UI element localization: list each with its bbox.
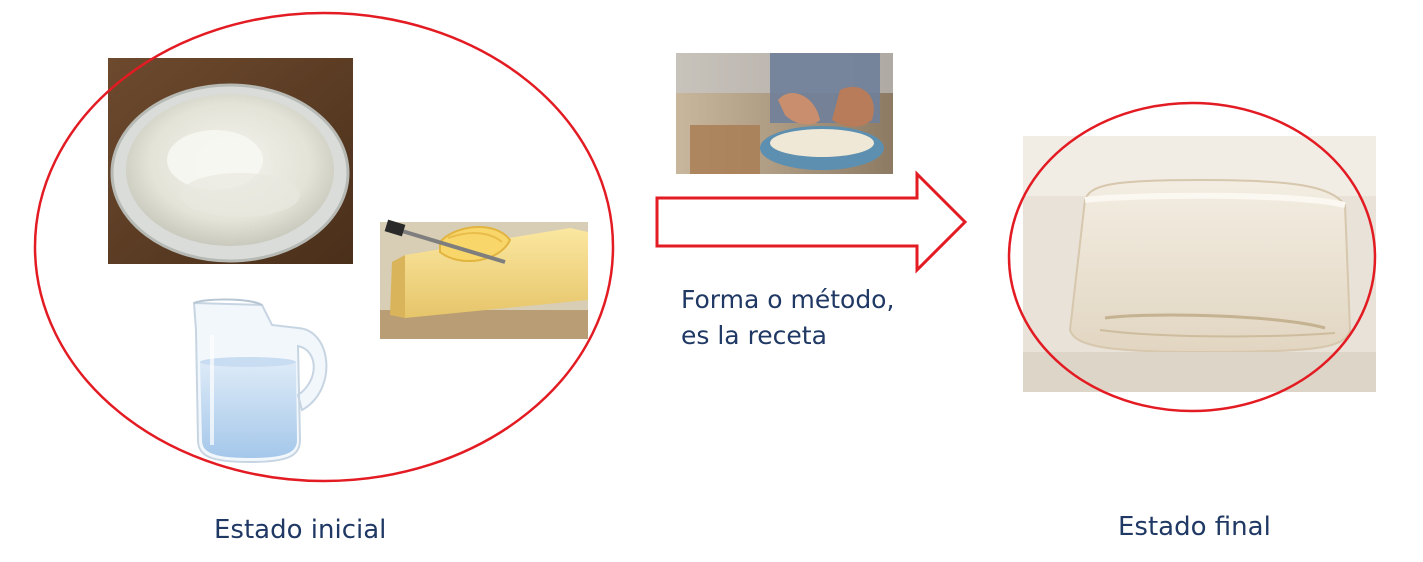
method-line-2: es la receta — [681, 321, 827, 350]
butter-image — [380, 219, 588, 339]
final-state-caption: Estado final — [1118, 512, 1271, 542]
process-arrow-icon — [655, 170, 968, 274]
initial-state-caption: Estado inicial — [214, 515, 387, 545]
initial-state-outline — [33, 11, 615, 483]
water-jug-image — [192, 298, 328, 464]
hands-mixing-image — [676, 53, 893, 174]
flour-bowl-image — [108, 58, 353, 264]
final-state-outline — [1007, 101, 1377, 413]
method-description: Forma o método, es la receta — [681, 282, 894, 354]
method-line-1: Forma o método, — [681, 285, 895, 314]
puff-pastry-image — [1023, 136, 1376, 392]
